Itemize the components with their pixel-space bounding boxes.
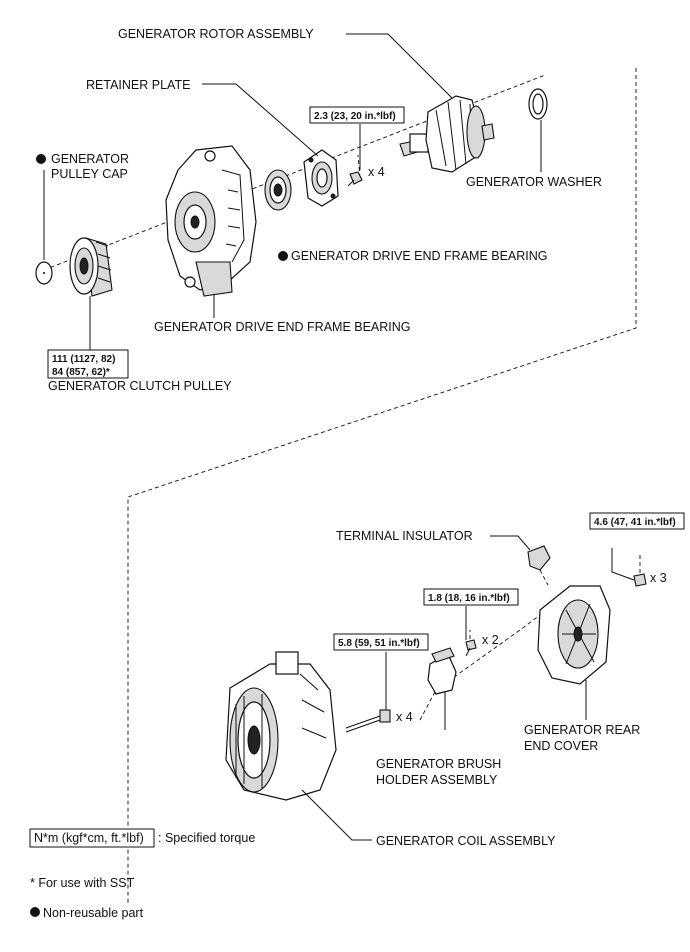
torque-box-through-bolts: 5.8 (59, 51 in.*lbf) bbox=[333, 633, 429, 651]
legend-non-reusable-text: Non-reusable part bbox=[43, 906, 144, 920]
brush-holder-part bbox=[427, 647, 457, 695]
torque-box-rear-cover: 4.6 (47, 41 in.*lbf) bbox=[589, 512, 685, 530]
drive-end-frame-label: GENERATOR DRIVE END FRAME BEARING bbox=[154, 320, 411, 334]
washer-part bbox=[528, 88, 548, 120]
retainer-plate-part bbox=[303, 149, 339, 207]
retainer-plate-label: RETAINER PLATE bbox=[86, 78, 190, 92]
rear-end-cover-part bbox=[537, 585, 611, 685]
legend-torque-box-text: N*m (kgf*cm, ft.*lbf) bbox=[34, 831, 144, 845]
torque-box-brush: 1.8 (18, 16 in.*lbf) bbox=[423, 588, 519, 606]
pulley-cap-part bbox=[35, 261, 53, 285]
assembly-guide-lines bbox=[43, 68, 641, 905]
through-bolt-part bbox=[345, 709, 391, 733]
torque-box-retainer: 2.3 (23, 20 in.*lbf) bbox=[309, 106, 405, 124]
terminal-insulator-label: TERMINAL INSULATOR bbox=[336, 529, 473, 543]
qty-retainer: x 4 bbox=[368, 165, 385, 179]
qty-through-bolts: x 4 bbox=[396, 710, 413, 724]
terminal-insulator-part bbox=[527, 545, 551, 571]
torque-pulley-line1: 111 (1127, 82) bbox=[52, 354, 115, 365]
retainer-bolt-part bbox=[347, 171, 363, 187]
rear-end-cover-label-line2: END COVER bbox=[524, 739, 598, 753]
drive-end-bearing-label: GENERATOR DRIVE END FRAME BEARING bbox=[291, 249, 548, 263]
non-reusable-mark-bearing bbox=[278, 251, 288, 261]
torque-through-bolts-text: 5.8 (59, 51 in.*lbf) bbox=[338, 638, 420, 649]
pulley-cap-label-line2: PULLEY CAP bbox=[51, 167, 128, 181]
clutch-pulley-part bbox=[69, 237, 113, 297]
qty-rear-cover: x 3 bbox=[650, 571, 667, 585]
legend-non-reusable-mark bbox=[30, 907, 40, 917]
rotor-assembly-label: GENERATOR ROTOR ASSEMBLY bbox=[118, 27, 314, 41]
drive-end-frame-part bbox=[165, 145, 257, 297]
brush-holder-label-line1: GENERATOR BRUSH bbox=[376, 757, 501, 771]
torque-retainer-text: 2.3 (23, 20 in.*lbf) bbox=[314, 111, 396, 122]
rear-cover-nut-part bbox=[633, 573, 647, 587]
torque-pulley-line2: 84 (857, 62)* bbox=[52, 367, 110, 378]
coil-assembly-part bbox=[225, 651, 337, 801]
rear-end-cover-label-line1: GENERATOR REAR bbox=[524, 723, 640, 737]
qty-brush: x 2 bbox=[482, 633, 499, 647]
brush-screw-part bbox=[465, 639, 477, 657]
drive-end-bearing-part bbox=[264, 169, 292, 211]
rotor-assembly-part bbox=[399, 95, 495, 173]
washer-label: GENERATOR WASHER bbox=[466, 175, 602, 189]
legend-torque-desc: : Specified torque bbox=[158, 831, 255, 845]
torque-rear-cover-text: 4.6 (47, 41 in.*lbf) bbox=[594, 517, 676, 528]
torque-box-pulley: 111 (1127, 82) 84 (857, 62)* bbox=[47, 349, 129, 379]
legend-sst-note: * For use with SST bbox=[30, 876, 135, 890]
brush-holder-label-line2: HOLDER ASSEMBLY bbox=[376, 773, 498, 787]
non-reusable-mark-pulley-cap bbox=[36, 154, 46, 164]
coil-assembly-label: GENERATOR COIL ASSEMBLY bbox=[376, 834, 556, 848]
pulley-cap-label-line1: GENERATOR bbox=[51, 152, 129, 166]
torque-brush-text: 1.8 (18, 16 in.*lbf) bbox=[428, 593, 510, 604]
clutch-pulley-label: GENERATOR CLUTCH PULLEY bbox=[48, 379, 232, 393]
leader-lines bbox=[43, 33, 635, 841]
legend: N*m (kgf*cm, ft.*lbf) : Specified torque… bbox=[29, 828, 255, 920]
